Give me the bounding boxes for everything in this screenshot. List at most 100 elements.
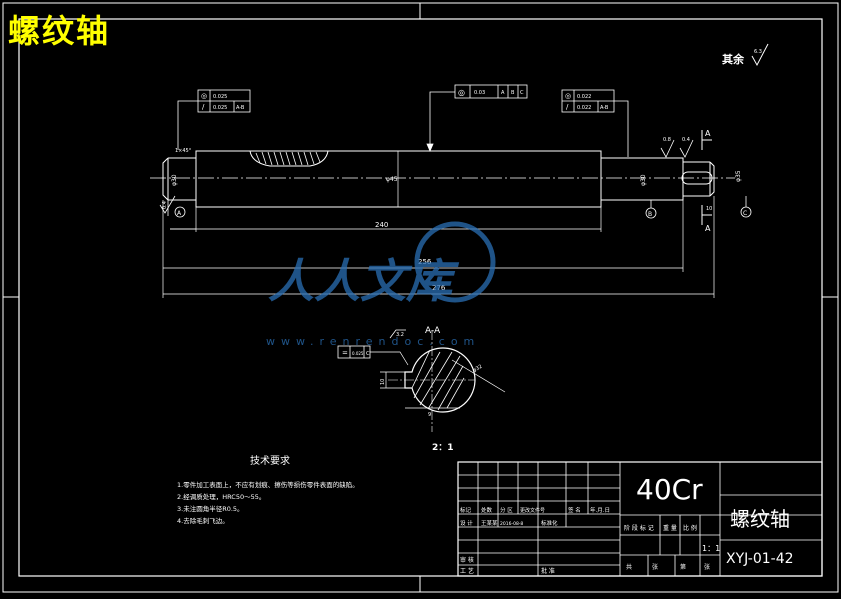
cut-label-bottom: A — [705, 224, 711, 233]
datum-a: A — [177, 210, 182, 217]
tb-header-2: 处数 — [481, 506, 493, 514]
tol-left-value-2: 0.025 — [213, 105, 227, 111]
ra-section: 3.2 — [396, 332, 404, 338]
main-body — [195, 150, 602, 208]
right-end-chamfer — [709, 161, 715, 197]
datum-c: C — [743, 210, 747, 217]
tb-sheet-2: 张 — [652, 563, 658, 571]
thread-curve — [249, 150, 329, 167]
tol-left-ref: A-B — [236, 105, 245, 111]
material: 40Cr — [636, 473, 703, 506]
ra-right-1: 0.8 — [663, 137, 671, 143]
tb-designer: 王某某 — [481, 520, 498, 527]
roughness-marks — [159, 139, 694, 339]
scale-value: 1：1 — [702, 544, 720, 553]
drawing-no: XYJ-01-42 — [726, 551, 794, 567]
tol-section-symbol: = — [342, 349, 348, 357]
left-chamfer — [162, 157, 169, 201]
tb-date: 2016-08-8 — [500, 521, 523, 527]
overlay-title: 螺纹轴 — [8, 12, 111, 50]
tb-scale-label: 比 例 — [683, 524, 697, 532]
dim-right-end-dia: φ35 — [735, 170, 742, 182]
tol-right-ref: A-B — [600, 105, 609, 111]
tb-design-label: 设 计 — [460, 519, 473, 527]
tolerance-frame-center — [426, 84, 528, 153]
watermark: 人人文库 www.renrendoc.com — [266, 221, 496, 348]
tech-item-2: 2.经调质处理，HRC50～55。 — [177, 492, 265, 501]
section-outline — [404, 347, 476, 413]
tol-right-symbol-2: / — [566, 103, 569, 111]
dim-276: 276 — [432, 284, 446, 292]
watermark-url: www.renrendoc.com — [266, 335, 480, 348]
dim-section-depth: 9 — [428, 412, 431, 418]
part-name: 螺纹轴 — [730, 507, 790, 531]
tb-sheet-3: 第 — [680, 563, 686, 571]
tb-header-4: 更改文件号 — [520, 507, 545, 514]
surface-note: 其余 6.3 — [722, 43, 769, 67]
dim-chamfer: 1×45° — [175, 148, 192, 154]
section-label: A-A — [425, 326, 441, 336]
tolerance-frame-right — [561, 89, 629, 157]
tb-header-3: 分 区 — [500, 506, 513, 514]
tolerance-frame-left — [177, 89, 251, 150]
section-view — [337, 330, 506, 432]
tb-review: 审 核 — [460, 556, 474, 564]
tb-header-5: 签 名 — [568, 506, 581, 514]
tech-requirements: 技术要求 1.零件加工表面上，不应有划痕、擦伤等损伤零件表面的缺陷。 2.经调质… — [177, 454, 359, 525]
section-scale: 2：1 — [432, 443, 454, 453]
datum-markers — [167, 196, 752, 219]
tol-right-value-2: 0.022 — [577, 105, 591, 111]
section-hatch — [411, 349, 465, 411]
thread-hatch — [255, 151, 321, 166]
tol-left-value-1: 0.025 — [213, 94, 227, 100]
tb-header-6: 年.月.日 — [590, 506, 610, 514]
dim-center-dia: φ45 — [386, 176, 398, 183]
surface-note-label: 其余 — [722, 52, 745, 66]
tol-section-value: 0.025 — [352, 351, 364, 356]
tb-weight-label: 重 量 — [663, 524, 677, 532]
tb-approve: 批 准 — [541, 567, 555, 575]
tech-item-4: 4.去除毛刺飞边。 — [177, 516, 229, 525]
right-seg — [600, 157, 684, 201]
tol-right-symbol-1: ◎ — [565, 92, 571, 100]
tol-center-value: 0.03 — [474, 90, 485, 96]
dim-left-dia: φ30 — [171, 174, 178, 186]
dim-section-width: 10 — [380, 379, 386, 385]
dim-256: 256 — [418, 258, 432, 266]
watermark-text: 人人文库 — [268, 254, 460, 308]
tol-center-ref-b: B — [511, 90, 515, 96]
section-cut-markers — [701, 130, 712, 225]
surface-note-value: 6.3 — [754, 49, 762, 55]
tol-center-ref-a: A — [501, 90, 505, 96]
dim-240: 240 — [375, 221, 388, 229]
tb-process: 工 艺 — [460, 567, 474, 575]
shaft-view — [150, 150, 735, 208]
datum-b: B — [648, 211, 652, 218]
tb-sheet-4: 张 — [704, 563, 710, 571]
ra-right-2: 0.4 — [682, 137, 690, 143]
dim-right-dia: φ30 — [640, 174, 647, 186]
tol-right-value-1: 0.022 — [577, 94, 591, 100]
tol-center-symbol: ◎ — [458, 88, 465, 97]
cut-label-top: A — [705, 129, 711, 138]
tol-center-ref-c: C — [520, 90, 524, 96]
ra-left: 0.4 — [162, 201, 168, 209]
tech-item-1: 1.零件加工表面上，不应有划痕、擦伤等损伤零件表面的缺陷。 — [177, 480, 359, 489]
title-block — [457, 461, 823, 577]
dim-section-dia: φ32 — [472, 364, 483, 374]
tb-header-1: 标记 — [460, 506, 472, 514]
tech-title: 技术要求 — [250, 454, 290, 467]
tol-left-symbol-2: / — [202, 103, 205, 111]
tol-section-ref: C — [366, 351, 370, 357]
dim-key-width: 10 — [706, 206, 712, 212]
roughness-symbol-icon — [751, 43, 769, 67]
tb-standard: 标准化 — [541, 519, 558, 527]
tech-item-3: 3.未注圆角半径R0.5。 — [177, 504, 244, 513]
keyway — [681, 171, 713, 185]
tb-sheet-1: 共 — [626, 563, 632, 571]
tb-stage-label: 阶 段 标 记 — [624, 524, 654, 532]
tol-left-symbol-1: ◎ — [201, 92, 207, 100]
